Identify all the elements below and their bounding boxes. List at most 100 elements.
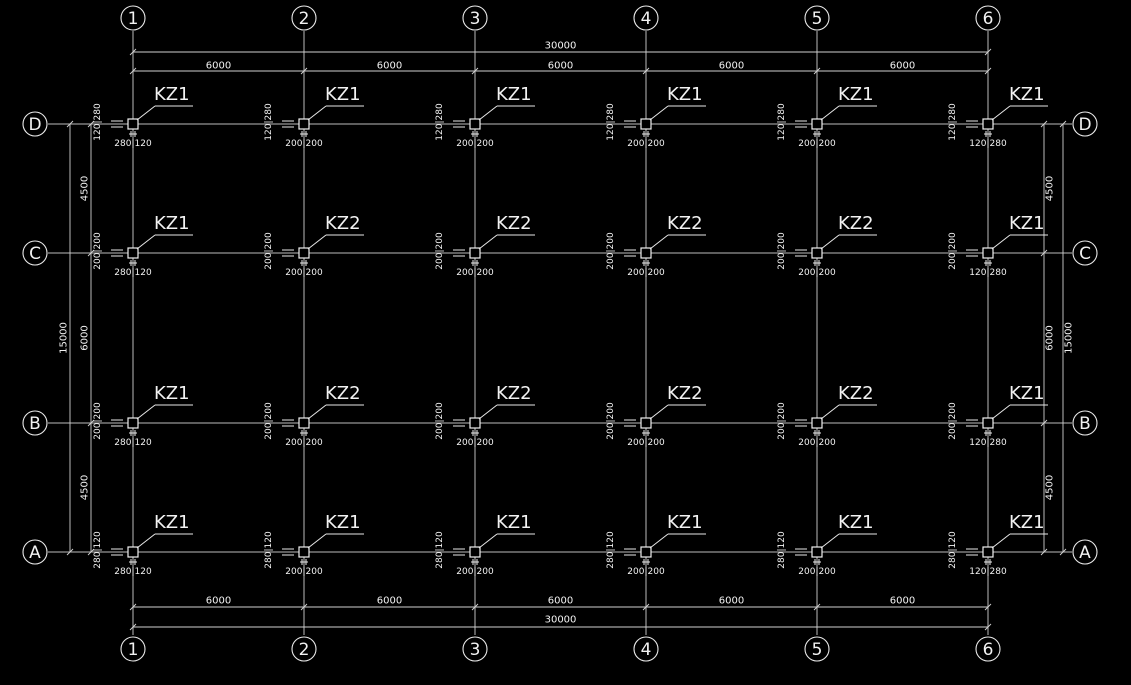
tag-leader [478,404,498,420]
dim-total-text: 15000 [1064,322,1075,354]
column-tag: KZ1 [154,383,190,404]
grid-bubble-label: D [1078,115,1091,135]
dim-tick [984,67,992,75]
column-marker: KZ2 200|200 200|200 [264,383,364,448]
column-marker: KZ2 200|200 200|200 [435,383,535,448]
grid-bubble [1072,539,1098,565]
grid-bubble-label: 4 [641,9,652,29]
column-size-vertical: 280|120 [606,531,616,569]
column-size-horizontal: 200|200 [456,268,494,278]
column-square [298,118,310,130]
tag-leader [307,404,327,420]
column-tag: KZ1 [1009,512,1045,533]
grid-bubble [462,5,488,31]
column-size-vertical: 200|200 [264,402,274,440]
grid-bubble [22,410,48,436]
dim-segment-text: 4500 [1045,475,1056,500]
grid-bubble-label: B [29,414,41,434]
column-marker: KZ1 280|120 200|200 [264,512,364,577]
column-tag: KZ2 [667,213,703,234]
dim-segment-text: 4500 [80,475,91,500]
column-size-vertical: 120|280 [435,103,445,141]
dim-tick [87,120,95,128]
column-size-horizontal: 200|200 [798,139,836,149]
grid-bubble-label: 1 [128,9,139,29]
column-size-horizontal: 200|200 [285,139,323,149]
column-size-horizontal: 200|200 [285,268,323,278]
column-tag: KZ1 [325,512,361,533]
column-size-vertical: 120|280 [777,103,787,141]
dim-total-text: 30000 [545,615,577,626]
column-tag: KZ1 [154,213,190,234]
column-square [640,546,652,558]
dim-tick [984,623,992,631]
dim-bay-text: 6000 [206,596,231,607]
column-markers: KZ1120|280280|120KZ1120|280200|200KZ1120… [93,84,1048,577]
column-tag: KZ1 [154,512,190,533]
column-tag: KZ2 [496,383,532,404]
dim-bay-text: 6000 [548,61,573,72]
grid-bubble [22,240,48,266]
column-square [298,247,310,259]
grid-bubble [804,636,830,662]
dim-segment-text: 6000 [1045,325,1056,350]
dim-tick [1040,120,1048,128]
tag-leader [820,533,840,549]
column-size-vertical: 200|200 [435,402,445,440]
dim-tick [87,419,95,427]
column-tag: KZ1 [154,84,190,105]
tag-leader [478,234,498,250]
column-size-horizontal: 200|200 [627,567,665,577]
grid-bubble-label: B [1079,414,1091,434]
column-size-horizontal: 200|200 [285,567,323,577]
column-tag: KZ1 [325,84,361,105]
column-size-vertical: 280|120 [435,531,445,569]
grid-bubble-label: A [1079,543,1091,563]
column-square [982,247,994,259]
column-tag: KZ1 [496,84,532,105]
column-size-horizontal: 280|120 [114,139,152,149]
dim-tick [129,48,137,56]
dim-bay-text: 6000 [206,61,231,72]
grid-bubble [291,5,317,31]
grid-bubble-label: D [28,115,41,135]
column-size-horizontal: 200|200 [627,139,665,149]
grid-bubble-label: 6 [983,9,994,29]
column-size-vertical: 120|280 [606,103,616,141]
tag-leader [478,105,498,121]
dim-bay-text: 6000 [890,61,915,72]
column-size-horizontal: 200|200 [456,438,494,448]
column-tag: KZ1 [496,512,532,533]
dim-tick [1040,249,1048,257]
dim-tick [984,603,992,611]
dim-bay-text: 6000 [890,596,915,607]
grid-bubble [975,5,1001,31]
column-size-vertical: 200|200 [948,402,958,440]
dim-tick [642,67,650,75]
column-square [982,118,994,130]
tag-leader [136,533,156,549]
column-square [640,247,652,259]
column-tag: KZ2 [838,213,874,234]
column-square [469,417,481,429]
tag-leader [991,533,1011,549]
tag-leader [820,105,840,121]
column-tag: KZ2 [325,383,361,404]
column-size-horizontal: 120|280 [969,268,1007,278]
column-size-vertical: 280|120 [264,531,274,569]
column-size-horizontal: 200|200 [285,438,323,448]
column-size-vertical: 200|200 [606,232,616,270]
